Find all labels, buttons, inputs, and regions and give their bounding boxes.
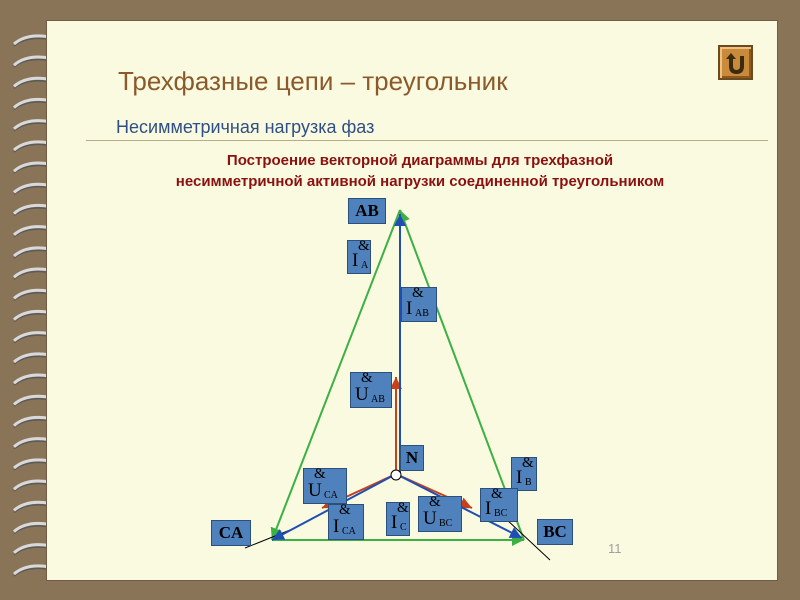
node-label-ab: AB: [348, 198, 386, 224]
vector-label-ia: & I A: [347, 238, 371, 274]
vector-label-ibc: & I BC: [480, 486, 518, 522]
vector-subscript: C: [400, 522, 407, 533]
diagram-heading: Построение векторной диаграммы для трехф…: [90, 150, 750, 192]
title-divider: [86, 140, 768, 141]
slide-title: Трехфазные цепи – треугольник: [118, 66, 508, 96]
dot-mark: &: [358, 238, 370, 254]
vector-label-uab: & U AB: [350, 370, 392, 408]
slide-subtitle: Несимметричная нагрузка фаз: [116, 117, 375, 137]
vector-symbol: I: [406, 298, 413, 319]
vector-label-ica: & I CA: [328, 502, 364, 540]
dot-mark: &: [361, 370, 373, 386]
node-label-ca: CA: [211, 520, 251, 546]
neutral-point: [390, 469, 402, 481]
dot-mark: &: [522, 455, 534, 471]
heading-line-1: Построение векторной диаграммы для трехф…: [226, 152, 614, 169]
dot-mark: &: [314, 466, 326, 482]
node-label-n: N: [400, 445, 424, 471]
vector-symbol: I: [391, 512, 398, 533]
vector-symbol: I: [485, 498, 492, 519]
vector-symbol: I: [352, 250, 359, 271]
page-number: 11: [608, 541, 622, 556]
triangle-side-ab-ca: [270, 209, 401, 541]
vector-subscript: AB: [371, 394, 385, 405]
vector-label-iab: & I AB: [401, 285, 437, 322]
vector-label-ib: & I B: [511, 455, 537, 491]
vector-symbol: U: [308, 480, 322, 501]
triangle-side-bc-ab: [398, 209, 525, 541]
dot-mark: &: [412, 285, 424, 301]
vector-subscript: CA: [324, 490, 338, 501]
heading-line-2: несимметричной активной нагрузки соедине…: [175, 173, 665, 190]
vector-label-ic: & I C: [386, 500, 410, 536]
vector-subscript: BC: [494, 508, 508, 519]
dot-mark: &: [491, 486, 503, 502]
vector-symbol: I: [333, 516, 340, 537]
dot-mark: &: [429, 494, 441, 510]
vector-symbol: I: [516, 467, 523, 488]
node-label-bc: BC: [537, 519, 573, 545]
dot-mark: &: [397, 500, 409, 516]
vector-symbol: U: [355, 384, 369, 405]
vector-subscript: CA: [342, 526, 356, 537]
vector-subscript: BC: [439, 518, 453, 529]
vector-subscript: A: [361, 260, 369, 271]
vector-symbol: U: [423, 508, 437, 529]
vector-label-uca: & U CA: [303, 466, 347, 504]
u-turn-arrow-icon: [726, 53, 744, 75]
vector-label-ubc: & U BC: [418, 494, 462, 532]
dot-mark: &: [339, 502, 351, 518]
extension-line-bc: [504, 517, 551, 561]
vector-subscript: AB: [415, 308, 429, 319]
vector-subscript: B: [525, 477, 532, 488]
back-button[interactable]: [718, 45, 753, 80]
